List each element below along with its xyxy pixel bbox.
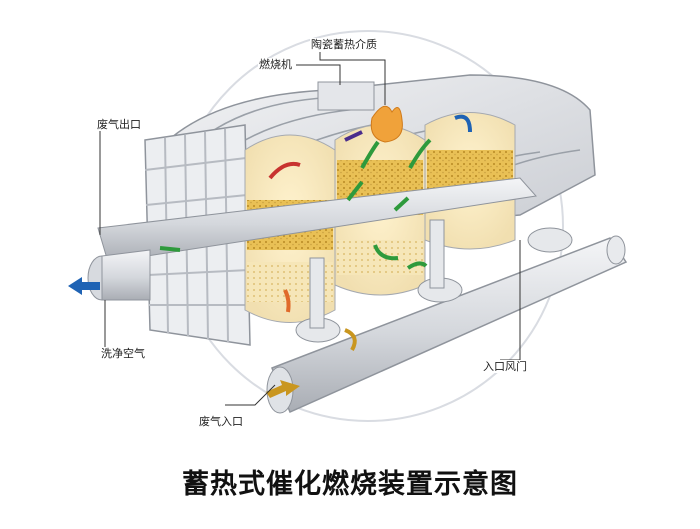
inlet-arrow: [266, 380, 300, 398]
diagram-title: 蓄热式催化燃烧装置示意图: [182, 469, 518, 500]
purge-air-label: 洗净空气: [100, 347, 146, 360]
inlet-pipe-cap: [606, 235, 626, 265]
outlet-arrow: [68, 277, 100, 295]
outlet-manifold: [97, 177, 537, 263]
outlet-pipe: [101, 249, 151, 301]
flow-arrows: [159, 114, 472, 351]
exhaust-inlet-label: 废气入口: [198, 415, 244, 428]
inlet-damper-label: 入口风门: [482, 360, 528, 373]
valve-housings: [295, 219, 573, 343]
burner-box: [317, 81, 375, 111]
burner-label: 燃烧机: [258, 58, 293, 71]
exhaust-outlet-label: 废气出口: [96, 118, 142, 131]
burner-flame: [370, 105, 403, 143]
ceramic-medium-label: 陶瓷蓄热介质: [310, 38, 378, 51]
